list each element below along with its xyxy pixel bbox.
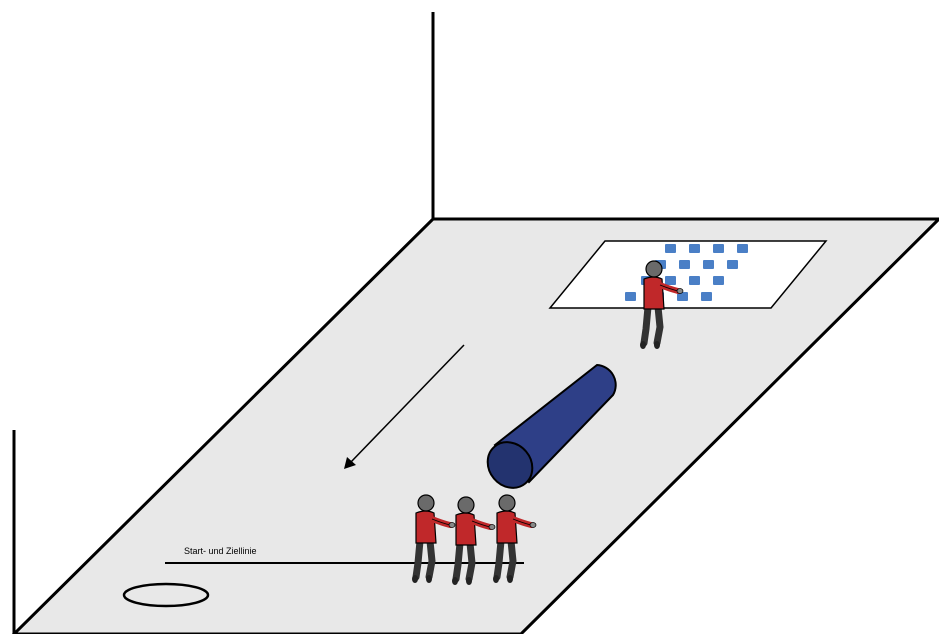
foam-roll xyxy=(486,363,617,489)
tile-mat xyxy=(548,240,828,309)
tile xyxy=(713,244,724,253)
tile xyxy=(679,260,690,269)
tile xyxy=(689,244,700,253)
tile xyxy=(727,260,738,269)
tile xyxy=(625,292,636,301)
tile xyxy=(665,244,676,253)
tile xyxy=(677,292,688,301)
tile xyxy=(689,276,700,285)
start-finish-line-label: Start- und Ziellinie xyxy=(184,546,257,556)
tile xyxy=(713,276,724,285)
tile xyxy=(701,292,712,301)
tile xyxy=(703,260,714,269)
direction-arrow xyxy=(344,344,465,469)
tile xyxy=(665,276,676,285)
tile xyxy=(737,244,748,253)
floor-parallelogram xyxy=(11,217,939,634)
hoop-ring xyxy=(122,582,210,608)
